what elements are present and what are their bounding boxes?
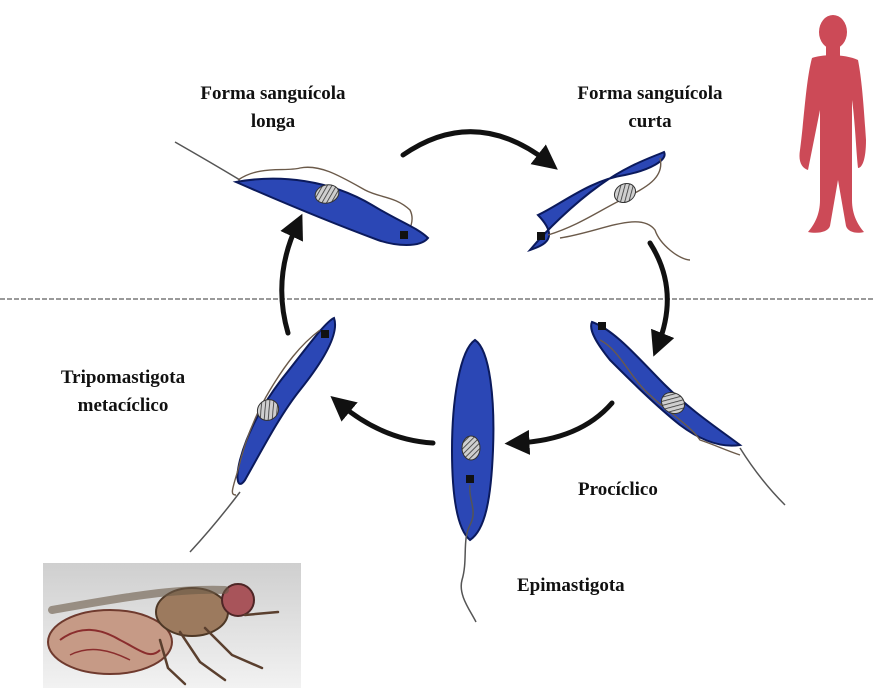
stage-label-epimastigota-line1: Epimastigota — [517, 572, 657, 600]
stage-label-longa: Forma sanguícola longa — [178, 80, 368, 136]
stage-label-epimastigota: Epimastigota — [517, 572, 657, 600]
stage-label-tripomastigota-line2: metacíclico — [28, 392, 218, 420]
stage-label-longa-line2: longa — [178, 108, 368, 136]
stage-label-longa-line1: Forma sanguícola — [178, 80, 368, 108]
parasite-curta — [530, 152, 690, 260]
arrow-longa-to-curta — [403, 132, 548, 162]
stage-label-curta-line2: curta — [555, 108, 745, 136]
arrow-curta-to-prociclico — [650, 243, 667, 345]
parasite-tripomastigota — [190, 318, 335, 552]
stage-label-prociclico: Procíclico — [578, 476, 688, 504]
arrow-prociclico-to-epimastigota — [517, 403, 612, 443]
stage-label-curta: Forma sanguícola curta — [555, 80, 745, 136]
parasite-longa — [175, 142, 428, 245]
arrow-tripomastigota-to-longa — [282, 225, 297, 333]
tsetse-fly-icon — [43, 563, 301, 688]
arrow-epimastigota-to-tripomastigota — [340, 404, 433, 443]
stage-label-tripomastigota-line1: Tripomastigota — [28, 364, 218, 392]
stage-label-tripomastigota: Tripomastigota metacíclico — [28, 364, 218, 420]
human-silhouette-icon — [799, 15, 866, 233]
stage-label-curta-line1: Forma sanguícola — [555, 80, 745, 108]
stage-label-prociclico-line1: Procíclico — [578, 476, 688, 504]
parasite-epimastigota — [452, 340, 493, 622]
